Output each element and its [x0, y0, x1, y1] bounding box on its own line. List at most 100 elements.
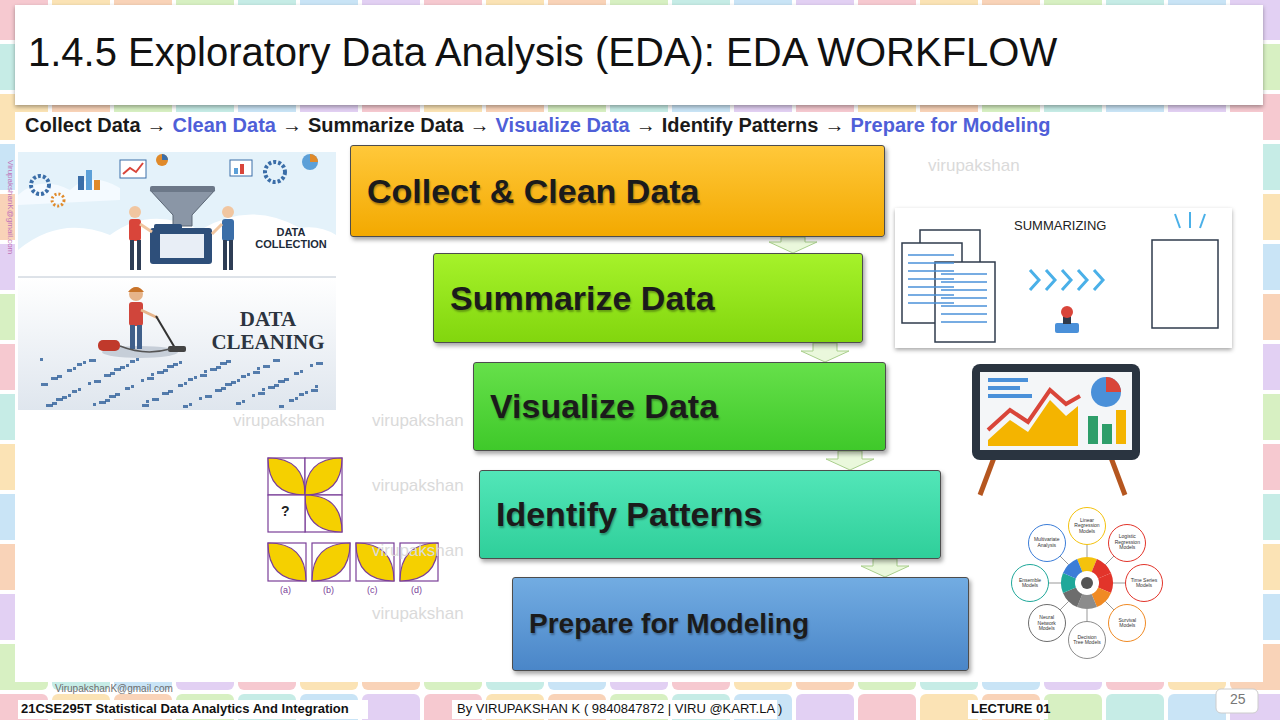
scattered-digits: [225, 383, 232, 386]
node-text: Prepare for Modeling: [529, 608, 809, 640]
scattered-digits: [236, 402, 241, 405]
node-text: Multivariate Analysis: [1032, 537, 1062, 548]
data-cleaning-picture: [18, 277, 336, 278]
summarizing-picture-icons: [1061, 306, 1073, 318]
scattered-digits: [147, 377, 154, 380]
scattered-digits: [163, 369, 168, 372]
summarizing-picture-icons: [1200, 214, 1205, 228]
data-cleaning-picture: [129, 302, 143, 326]
flow-step: Visualize Data: [496, 114, 630, 137]
process-box: Visualize Data: [473, 362, 886, 451]
presentation-board-picture: [988, 386, 1020, 390]
node-text: Collect & Clean Data: [367, 172, 700, 211]
summarizing-picture-icons: [1175, 214, 1180, 228]
data-collection-picture: [137, 240, 141, 270]
summarizing-picture-icons: [908, 254, 954, 256]
scattered-digits: [252, 394, 255, 397]
pattern-puzzle-picture: [305, 458, 342, 495]
slide-title: 1.4.5 Exploratory Data Analysis (EDA): E…: [28, 30, 1057, 75]
data-collection-picture: [129, 219, 141, 241]
scattered-digits: [188, 378, 193, 381]
data-cleaning-picture: [18, 277, 336, 410]
summarizing-picture-icons: [941, 305, 987, 307]
node-text: Ensemble Models: [1015, 578, 1045, 589]
puzzle-mark: ?: [281, 504, 290, 519]
scattered-digits: [173, 363, 178, 366]
model-circle: Decision Tree Models: [1068, 621, 1106, 659]
data-cleaning-picture: [168, 346, 186, 352]
scattered-digits: [278, 380, 285, 383]
models-wheel-picture: [1007, 512, 1167, 657]
data-collection-picture: [222, 206, 234, 218]
models-wheel-picture: [1087, 544, 1088, 557]
model-circle: Linear Regression Models: [1068, 507, 1106, 545]
summarizing-picture-icons: [908, 286, 954, 288]
scattered-digits: [305, 391, 308, 394]
summarizing-picture-icons: [941, 289, 987, 291]
watermark: virupakshan: [233, 412, 325, 431]
summarizing-picture-icons: [908, 278, 954, 280]
scattered-digits: [204, 370, 207, 373]
scattered-digits: [104, 374, 111, 377]
scattered-digits: [77, 363, 82, 366]
tile-pattern: [362, 694, 420, 720]
data-collection-picture: [229, 240, 233, 270]
footer-strip: [18, 700, 368, 719]
data-collection-picture: [18, 152, 336, 277]
course-name: 21CSE295T Statistical Data Analytics And…: [21, 702, 349, 716]
data-collection-picture: [150, 228, 212, 264]
node-text: Neural Network Models: [1032, 615, 1062, 632]
scattered-digits: [189, 403, 192, 406]
models-wheel-picture: [1081, 577, 1093, 589]
pattern-puzzle-picture: [312, 543, 350, 581]
scattered-digits: [299, 393, 304, 396]
process-box: Identify Patterns: [479, 470, 941, 559]
data-cleaning-picture: [156, 316, 175, 348]
pattern-puzzle-picture: [268, 458, 305, 495]
pattern-puzzle-picture: [305, 458, 342, 495]
data-cleaning-picture: [129, 287, 143, 301]
models-wheel-picture: [1059, 555, 1068, 564]
pattern-puzzle-picture: [312, 543, 350, 581]
node-text: Linear Regression Models: [1072, 518, 1102, 535]
scattered-digits: [242, 400, 245, 403]
pattern-puzzle-picture: [268, 543, 306, 581]
scattered-digits: [130, 360, 135, 363]
scattered-digits: [216, 366, 221, 369]
scattered-digits: [115, 393, 120, 396]
model-circle: Multivariate Analysis: [1028, 524, 1066, 562]
scattered-digits: [179, 361, 182, 364]
scattered-digits: [315, 385, 318, 388]
tile-pattern: [796, 694, 854, 720]
summarizing-picture-icons: [941, 297, 987, 299]
pattern-puzzle-picture: [305, 495, 342, 532]
scattered-digits: [215, 389, 222, 392]
summarizing-picture-icons: [941, 273, 987, 275]
pattern-puzzle-picture: [305, 495, 342, 532]
scattered-digits: [142, 404, 149, 407]
presentation-board-picture: [988, 394, 1032, 398]
scattered-digits: [62, 396, 67, 399]
process-box: Collect & Clean Data: [350, 145, 885, 237]
scattered-digits: [205, 395, 212, 398]
scattered-digits: [184, 382, 187, 385]
scattered-digits: [183, 405, 188, 408]
scattered-digits: [68, 394, 71, 397]
summarizing-picture-icons: [941, 313, 987, 315]
scattered-digits: [57, 375, 62, 378]
scattered-digits: [237, 379, 240, 382]
scattered-digits: [151, 373, 154, 376]
data-cleaning-picture: [130, 325, 135, 349]
scattered-digits: [141, 379, 144, 382]
scattered-digits: [262, 388, 265, 391]
flow-step: Clean Data: [173, 114, 276, 137]
scattered-digits: [167, 365, 174, 368]
content-panel: [15, 112, 1263, 682]
scattered-digits: [162, 392, 169, 395]
presentation-board-picture: [988, 400, 1078, 446]
scattered-digits: [199, 397, 202, 400]
scattered-digits: [131, 385, 134, 388]
scattered-digits: [263, 365, 270, 368]
scattered-digits: [257, 367, 260, 370]
scattered-digits: [40, 358, 323, 408]
